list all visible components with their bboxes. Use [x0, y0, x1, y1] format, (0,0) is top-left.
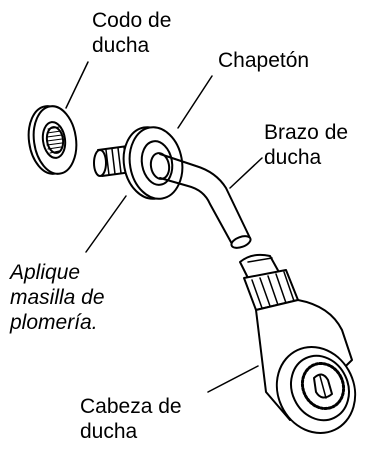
label-escutcheon: Chapetón	[218, 49, 310, 72]
shower-elbow-part	[27, 105, 78, 175]
leader-brazo	[229, 157, 263, 189]
label-apply-putty: Aplique masilla de plomería.	[10, 261, 105, 334]
shower-arm-part	[159, 153, 252, 249]
leader-chapeton	[177, 75, 213, 129]
shower-head-part	[239, 253, 357, 434]
label-shower-elbow: Codo de ducha	[92, 9, 172, 57]
leader-codo	[65, 61, 89, 109]
label-shower-head: Cabeza de ducha	[80, 395, 182, 443]
leader-lines	[65, 61, 263, 393]
leader-cabeza	[207, 365, 259, 393]
label-shower-arm: Brazo de ducha	[264, 121, 349, 169]
leader-aplique	[85, 195, 127, 253]
escutcheon-part	[122, 126, 184, 200]
